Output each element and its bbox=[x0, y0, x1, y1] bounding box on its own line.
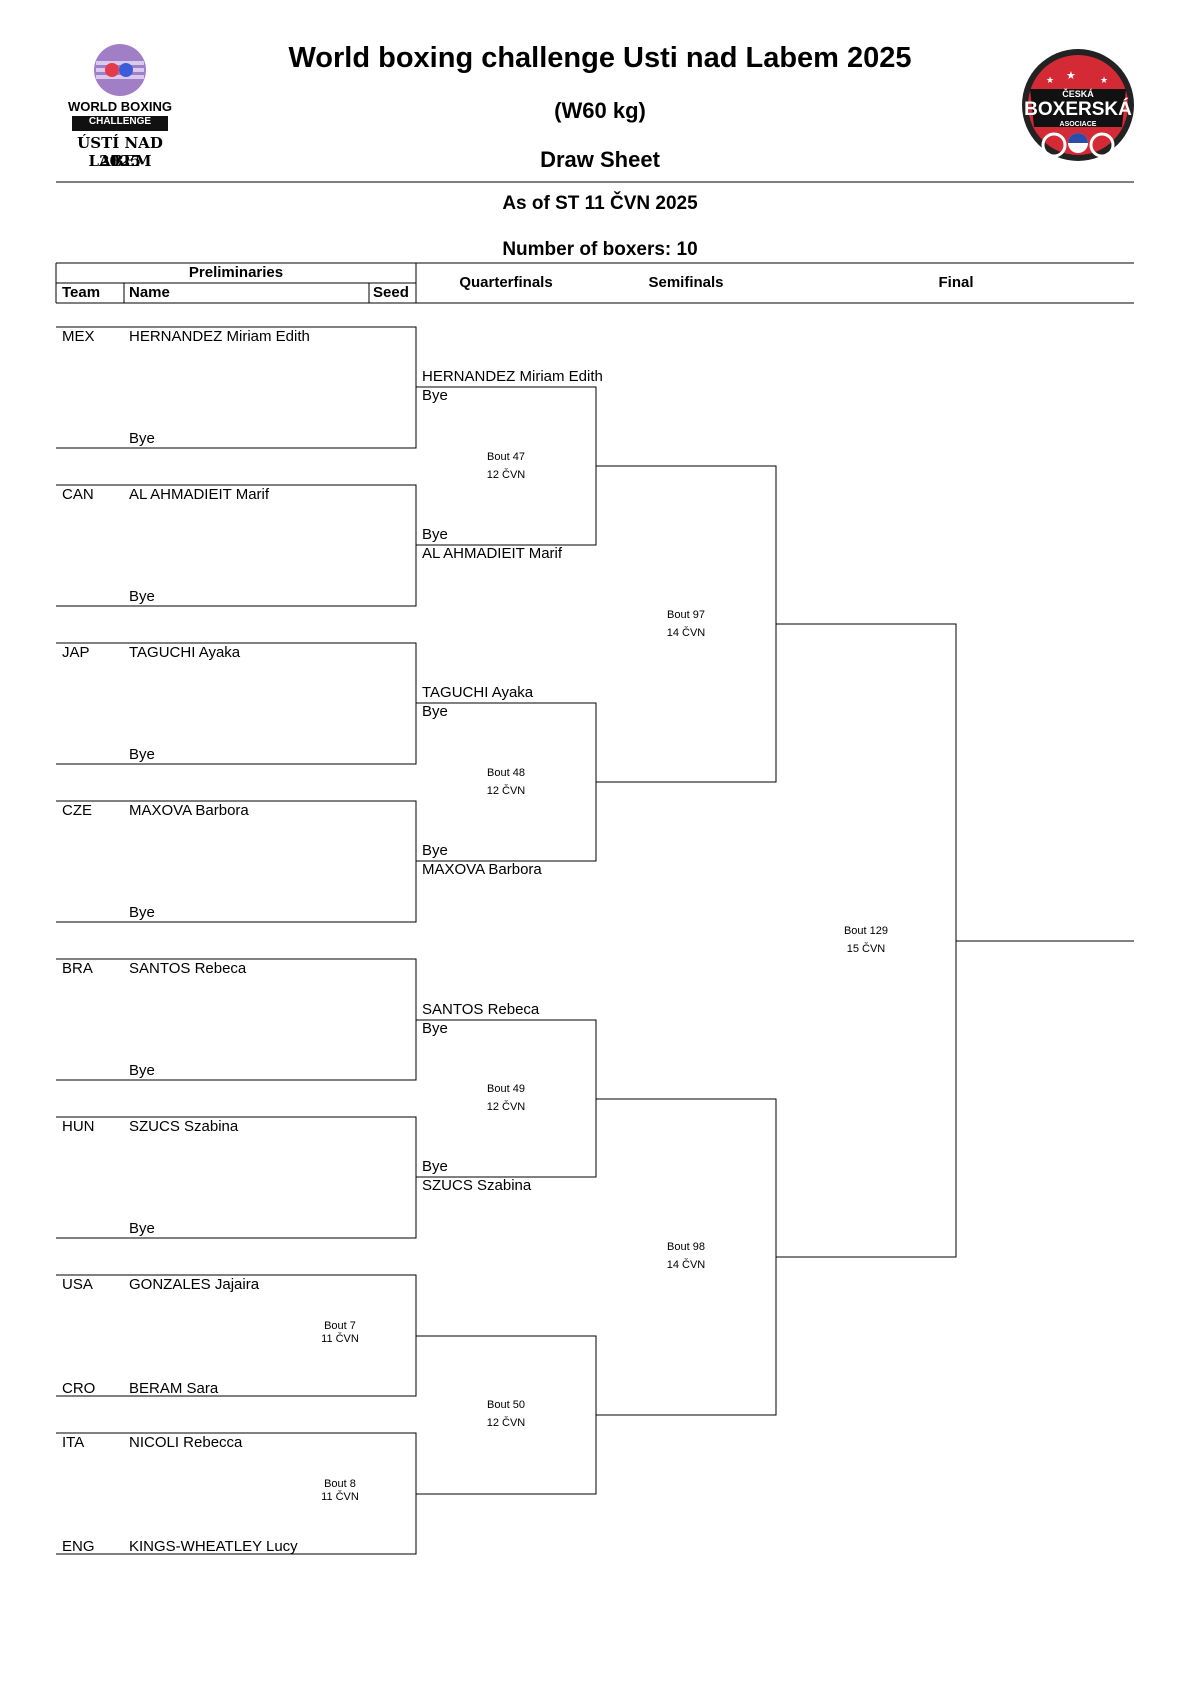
semifinals-header: Semifinals bbox=[648, 274, 724, 291]
team-code: CRO bbox=[62, 1380, 96, 1397]
bout-date: 11 ČVN bbox=[321, 1333, 359, 1345]
qf-boxer-name: MAXOVA Barbora bbox=[422, 861, 542, 878]
team-code: MEX bbox=[62, 328, 95, 345]
boxer-name: SANTOS Rebeca bbox=[129, 960, 247, 977]
seed-column-header: Seed bbox=[373, 284, 409, 301]
boxer-name: Bye bbox=[129, 588, 155, 605]
team-column-header: Team bbox=[62, 284, 101, 301]
quarterfinals-header: Quarterfinals bbox=[459, 274, 553, 291]
svg-text:★: ★ bbox=[1066, 69, 1076, 82]
logo-line-2: CHALLENGE bbox=[88, 116, 152, 127]
qf-bye: Bye bbox=[422, 1020, 448, 1037]
boxer-name: NICOLI Rebecca bbox=[129, 1434, 243, 1451]
boxing-gloves-logo-icon bbox=[72, 44, 168, 131]
qf-boxer-name: HERNANDEZ Miriam Edith bbox=[422, 368, 603, 385]
bout-number: Bout 48 bbox=[487, 767, 525, 779]
bout-date: 14 ČVN bbox=[666, 1259, 706, 1271]
qf-boxer-name: AL AHMADIEIT Marif bbox=[422, 545, 563, 562]
federation-logo: ★ ★ ★ ČESKÁ BOXERSKÁ ASOCIACE bbox=[1018, 45, 1138, 165]
name-column-header: Name bbox=[129, 284, 170, 301]
boxer-count: Number of boxers: 10 bbox=[502, 239, 698, 260]
boxer-name: TAGUCHI Ayaka bbox=[129, 644, 241, 661]
federation-logo-line-2: BOXERSKÁ bbox=[1024, 99, 1132, 120]
qf-bye: Bye bbox=[422, 1158, 448, 1175]
bout-date: 14 ČVN bbox=[666, 627, 706, 639]
federation-emblem-icon: ★ ★ ★ bbox=[1022, 49, 1134, 161]
qf-bout-label: Bout 50 12 ČVN bbox=[461, 1396, 551, 1432]
bout-number: Bout 129 bbox=[843, 925, 889, 937]
federation-logo-line-1: ČESKÁ bbox=[1062, 89, 1094, 99]
bout-date: 12 ČVN bbox=[486, 785, 526, 797]
team-code: HUN bbox=[62, 1118, 95, 1135]
final-bout-label: Bout 129 15 ČVN bbox=[821, 922, 911, 958]
weight-class: (W60 kg) bbox=[554, 98, 646, 123]
as-of-date: As of ST 11 ČVN 2025 bbox=[502, 193, 698, 214]
qf-boxer-name: TAGUCHI Ayaka bbox=[422, 684, 534, 701]
qf-bout-label: Bout 49 12 ČVN bbox=[461, 1080, 551, 1116]
team-code: CZE bbox=[62, 802, 92, 819]
boxer-name: Bye bbox=[129, 904, 155, 921]
boxer-name: Bye bbox=[129, 1062, 155, 1079]
final-header: Final bbox=[938, 274, 974, 291]
boxer-name: AL AHMADIEIT Marif bbox=[129, 486, 270, 503]
boxer-name: GONZALES Jajaira bbox=[129, 1276, 260, 1293]
federation-logo-line-3: ASOCIACE bbox=[1059, 121, 1097, 128]
logo-line-3: ÚSTÍ NAD LABEM bbox=[77, 134, 163, 170]
svg-text:★: ★ bbox=[1100, 76, 1108, 86]
prelim-bout-label: Bout 8 11 ČVN bbox=[295, 1478, 385, 1504]
logo-line-4: 2025 bbox=[99, 152, 141, 170]
bout-number: Bout 97 bbox=[667, 609, 705, 621]
qf-boxer-name: SANTOS Rebeca bbox=[422, 1001, 540, 1018]
team-code: ENG bbox=[62, 1538, 95, 1555]
page-title: World boxing challenge Usti nad Labem 20… bbox=[288, 42, 912, 74]
bout-number: Bout 98 bbox=[667, 1241, 705, 1253]
qf-boxer-name: SZUCS Szabina bbox=[422, 1177, 532, 1194]
preliminaries-header: Preliminaries bbox=[188, 264, 284, 281]
boxer-name: SZUCS Szabina bbox=[129, 1118, 239, 1135]
bout-date: 15 ČVN bbox=[846, 943, 886, 955]
team-code: CAN bbox=[62, 486, 94, 503]
bout-number: Bout 50 bbox=[487, 1399, 525, 1411]
boxer-name: MAXOVA Barbora bbox=[129, 802, 249, 819]
boxer-name: Bye bbox=[129, 430, 155, 447]
qf-bye: Bye bbox=[422, 526, 448, 543]
sf-bout-label: Bout 97 14 ČVN bbox=[641, 606, 731, 642]
qf-bout-label: Bout 48 12 ČVN bbox=[461, 764, 551, 800]
boxer-name: Bye bbox=[129, 746, 155, 763]
team-code: BRA bbox=[62, 960, 93, 977]
bout-date: 12 ČVN bbox=[486, 469, 526, 481]
team-code: JAP bbox=[62, 644, 90, 661]
boxer-name: Bye bbox=[129, 1220, 155, 1237]
bout-number: Bout 8 bbox=[324, 1478, 356, 1490]
boxer-name: BERAM Sara bbox=[129, 1380, 219, 1397]
boxer-name: HERNANDEZ Miriam Edith bbox=[129, 328, 310, 345]
prelim-bout-label: Bout 7 11 ČVN bbox=[295, 1320, 385, 1346]
boxer-name: KINGS-WHEATLEY Lucy bbox=[129, 1538, 298, 1555]
qf-bye: Bye bbox=[422, 387, 448, 404]
qf-bout-label: Bout 47 12 ČVN bbox=[461, 448, 551, 484]
bout-date: 12 ČVN bbox=[486, 1417, 526, 1429]
document-type: Draw Sheet bbox=[540, 147, 660, 172]
bout-date: 12 ČVN bbox=[486, 1101, 526, 1113]
svg-text:★: ★ bbox=[1046, 76, 1054, 86]
qf-bye: Bye bbox=[422, 703, 448, 720]
team-code: ITA bbox=[62, 1434, 85, 1451]
bout-number: Bout 7 bbox=[324, 1320, 356, 1332]
bout-date: 11 ČVN bbox=[321, 1491, 359, 1503]
logo-line-1: WORLD BOXING bbox=[68, 99, 172, 114]
sf-bout-label: Bout 98 14 ČVN bbox=[641, 1238, 731, 1274]
bout-number: Bout 49 bbox=[487, 1083, 525, 1095]
qf-bye: Bye bbox=[422, 842, 448, 859]
team-code: USA bbox=[62, 1276, 93, 1293]
event-logo: WORLD BOXING CHALLENGE ÚSTÍ NAD LABEM 20… bbox=[50, 42, 190, 172]
bout-number: Bout 47 bbox=[487, 451, 525, 463]
